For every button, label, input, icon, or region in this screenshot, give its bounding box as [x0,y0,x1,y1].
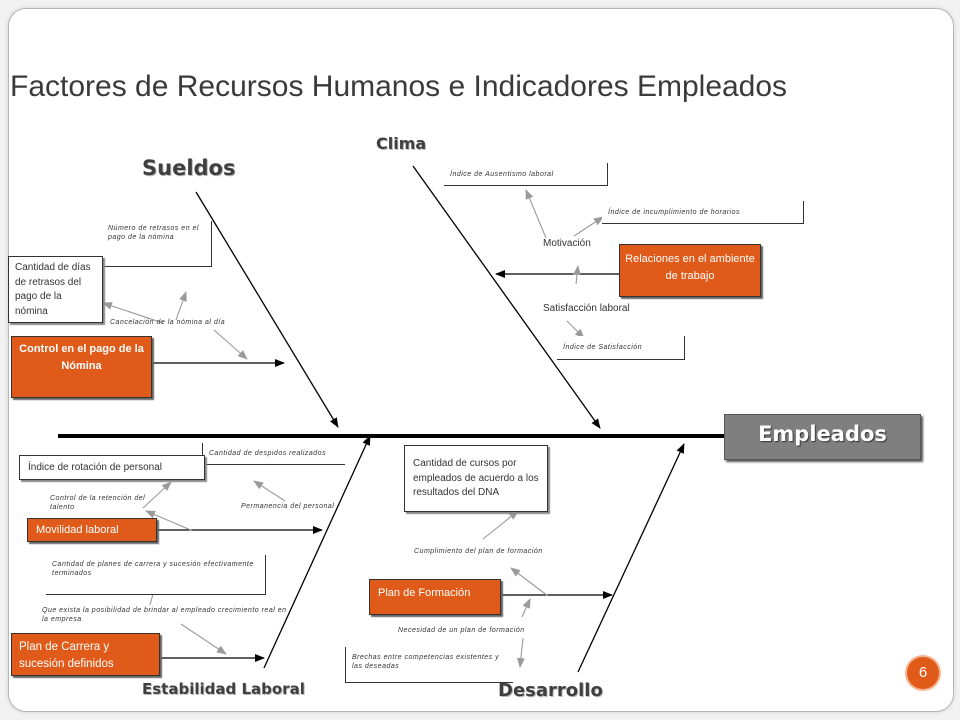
cause-movilidad: Movilidad laboral [27,518,157,542]
bone-sueldos [195,191,339,428]
cause-control-pago-label: Control en el pago de la Nómina [19,343,144,372]
effect-label: Empleados [758,422,887,446]
cause-movilidad-label: Movilidad laboral [36,524,119,536]
page-number-badge: 6 [907,657,939,689]
page-number: 6 [918,664,928,681]
cause-plan-carrera: Plan de Carrera y sucesión definidos [11,633,160,676]
indicator-brechas: Brechas entre competencias existentes y … [345,647,513,683]
cause-plan-carrera-label: Plan de Carrera y sucesión definidos [19,641,114,670]
category-sueldos: Sueldos [142,156,236,180]
effect-box: Empleados [724,414,921,460]
category-estabilidad: Estabilidad Laboral [142,680,305,698]
subcause-motivacion: Motivación [543,238,591,249]
cause-plan-formacion-label: Plan de Formación [378,587,471,599]
subcause-crecimiento: Que exista la posibilidad de brindar al … [42,607,287,624]
indicator-satisfaccion: Índice de Satisfacción [557,336,685,360]
cause-relaciones-label: Relaciones en el ambiente de trabajo [625,253,755,283]
subcause-necesidad: Necesidad de un plan de formación [398,627,525,634]
category-desarrollo: Desarrollo [498,680,603,701]
bone-desarrollo [577,443,685,673]
subcause-satisfaccion: Satisfacción laboral [543,303,630,314]
indicator-incumplimiento: Índice de incumplimiento de horarios [602,201,804,224]
indicator-dias-retraso: Cantidad de días de retrasos del pago de… [8,256,103,323]
indicator-retrasos: Número de retrasos en el pago de la nómi… [102,221,212,267]
indicator-cursos: Cantidad de cursos por empleados de acue… [404,445,548,512]
subcause-cancelacion: Cancelación de la nómina al día [110,319,226,326]
bone-estabilidad [263,435,371,669]
indicator-planes-carrera: Cantidad de planes de carrera y sucesión… [46,555,266,595]
bone-clima [412,165,601,429]
indicator-ausentismo: Índice de Ausentismo laboral [444,163,608,186]
cause-control-pago: Control en el pago de la Nómina [11,336,152,398]
subcause-permanencia: Permanencia del personal [241,503,335,510]
subcause-cumplimiento: Cumplimiento del plan de formación [414,548,543,555]
cause-plan-formacion: Plan de Formación [369,579,501,615]
subcause-retencion: Control de la retención del talento [50,495,146,512]
indicator-rotacion: Índice de rotación de personal [19,455,205,480]
category-clima: Clima [376,134,427,153]
slide-title: Factores de Recursos Humanos e Indicador… [10,70,788,103]
indicator-despidos: Cantidad de despidos realizados [202,443,345,465]
cause-relaciones: Relaciones en el ambiente de trabajo [619,244,761,297]
